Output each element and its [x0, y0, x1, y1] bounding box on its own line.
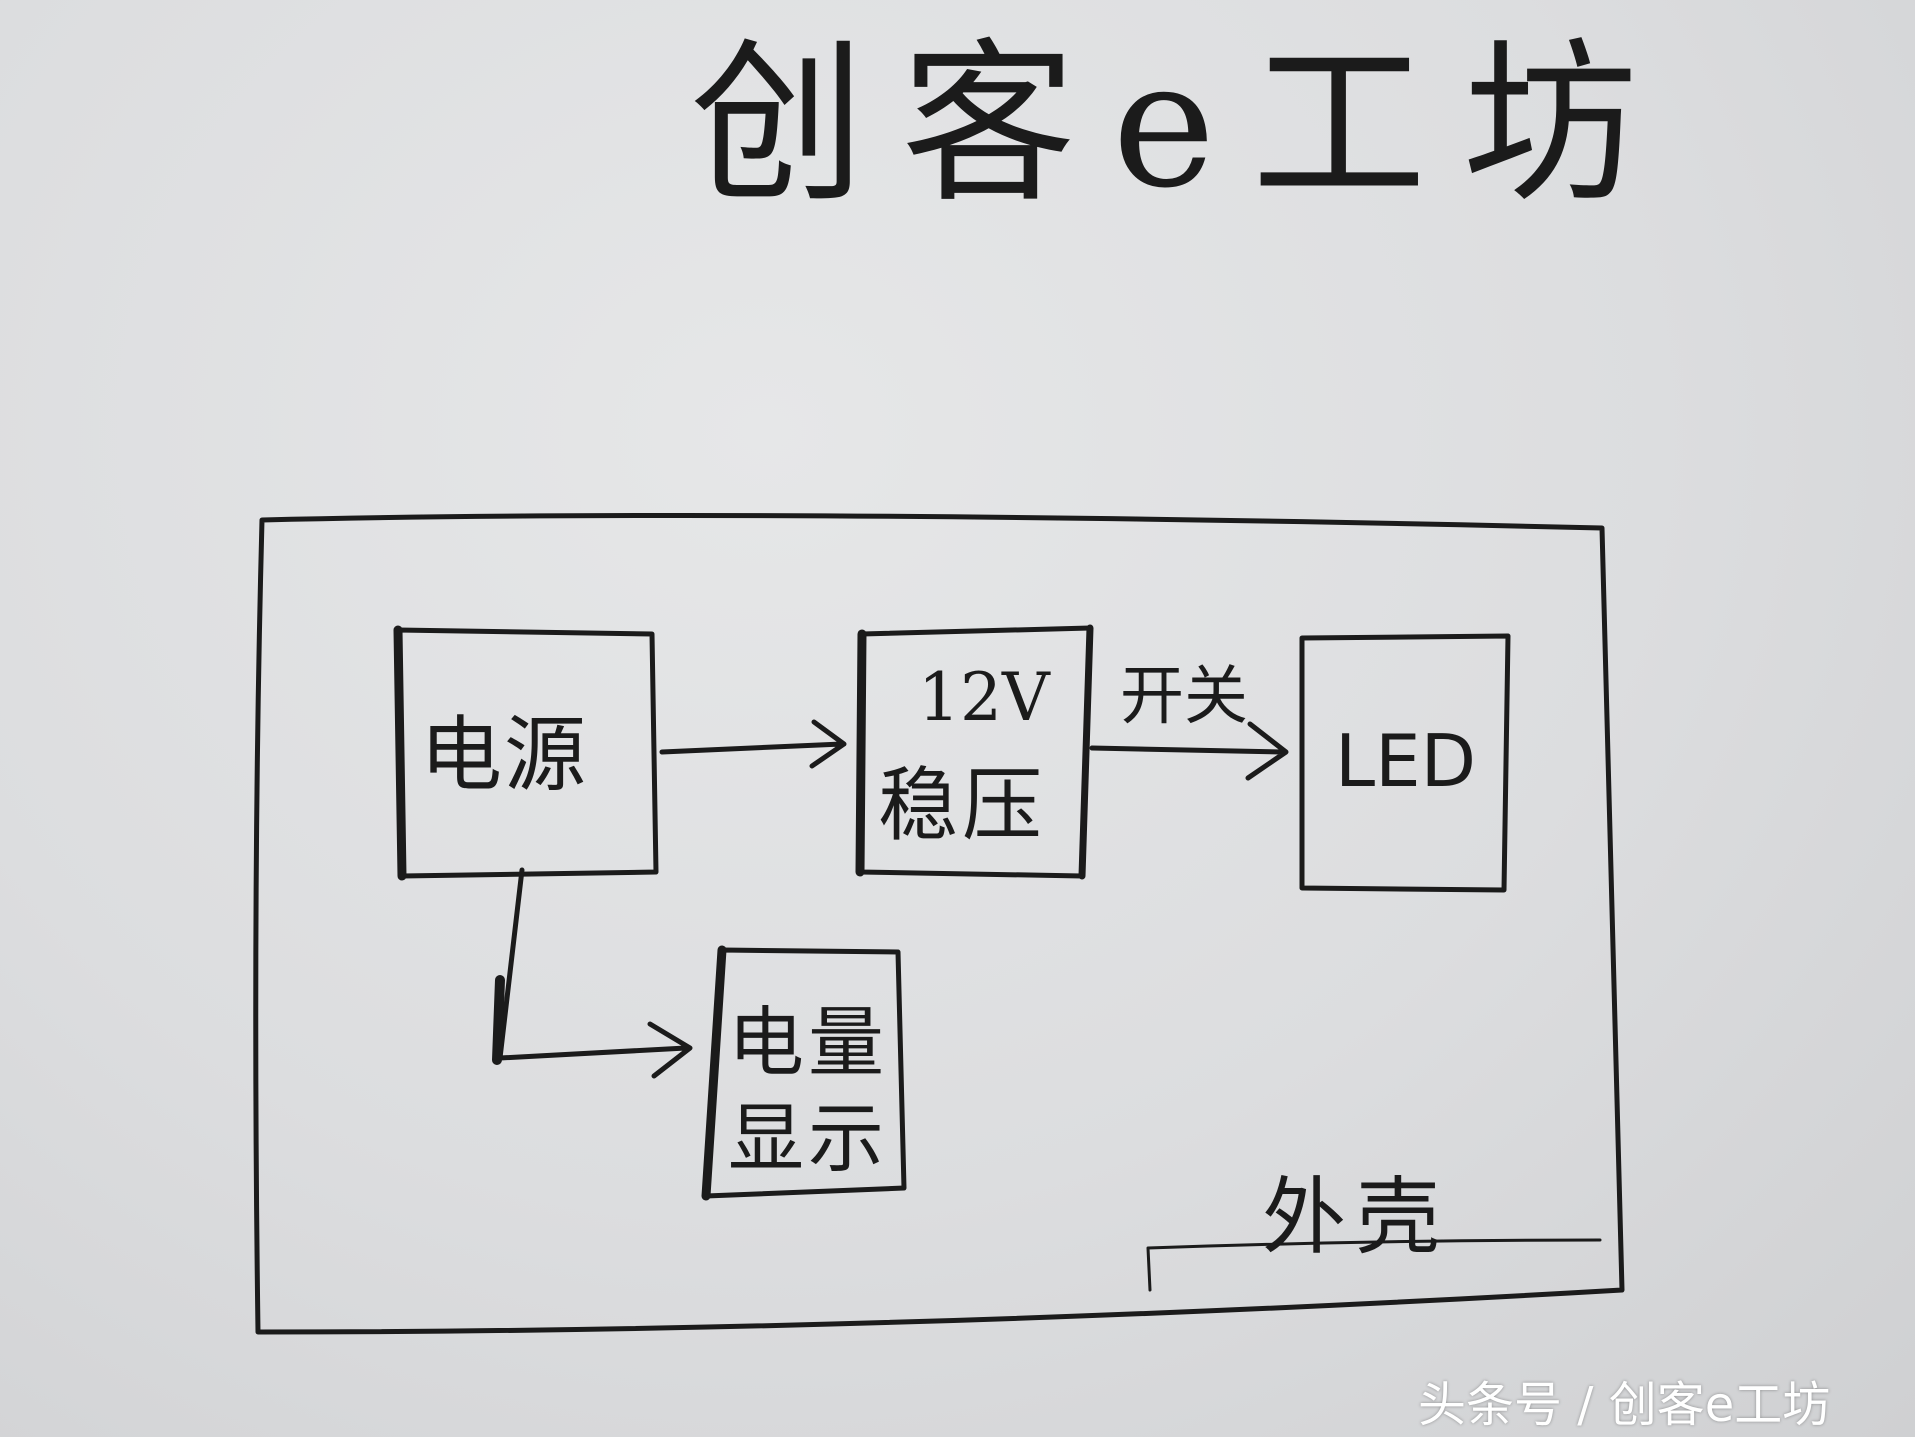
led-label: LED	[1335, 719, 1477, 803]
enclosure-outline	[253, 513, 1625, 1335]
arrow-power-to-regulator	[659, 719, 847, 769]
switch-edge-label: 开关	[1120, 660, 1248, 734]
page-title: 创客e工坊	[690, 24, 1674, 227]
led-box	[1299, 633, 1511, 893]
regulator-voltage-label: 12V	[918, 659, 1050, 736]
arrow-power-to-battery-display	[497, 867, 693, 1079]
regulator-label: 稳压	[878, 759, 1046, 852]
arrow-regulator-to-led	[1089, 721, 1289, 781]
enclosure-label: 外壳	[1262, 1168, 1451, 1266]
watermark: 头条号 / 创客e工坊	[1418, 1377, 1831, 1433]
power-label: 电源	[420, 708, 589, 803]
enclosure-inner-tab	[1146, 1238, 1602, 1292]
battery-display-label: 电量显示	[728, 998, 888, 1183]
